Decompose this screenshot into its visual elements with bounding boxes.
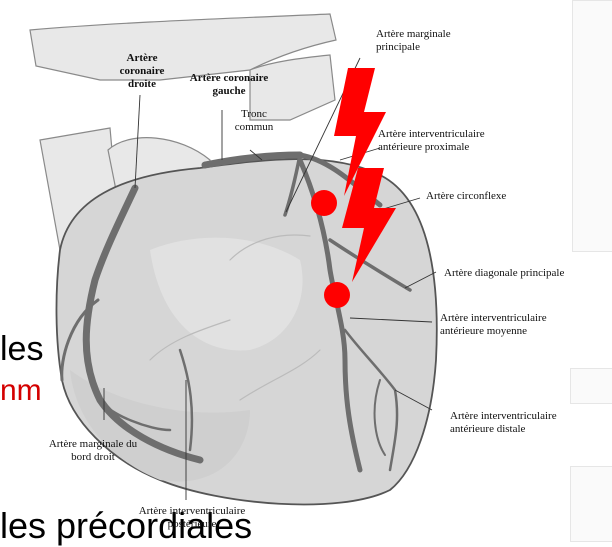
- label-circumflex-artery: Artère circonflexe: [426, 190, 506, 203]
- occlusion-dot-icon: [311, 190, 337, 216]
- background-text-fragment-2: nm: [0, 374, 42, 408]
- label-main-diagonal-artery: Artère diagonale principale: [444, 267, 564, 280]
- occlusion-dot-icon: [324, 282, 350, 308]
- background-text-fragment-1: les: [0, 330, 43, 369]
